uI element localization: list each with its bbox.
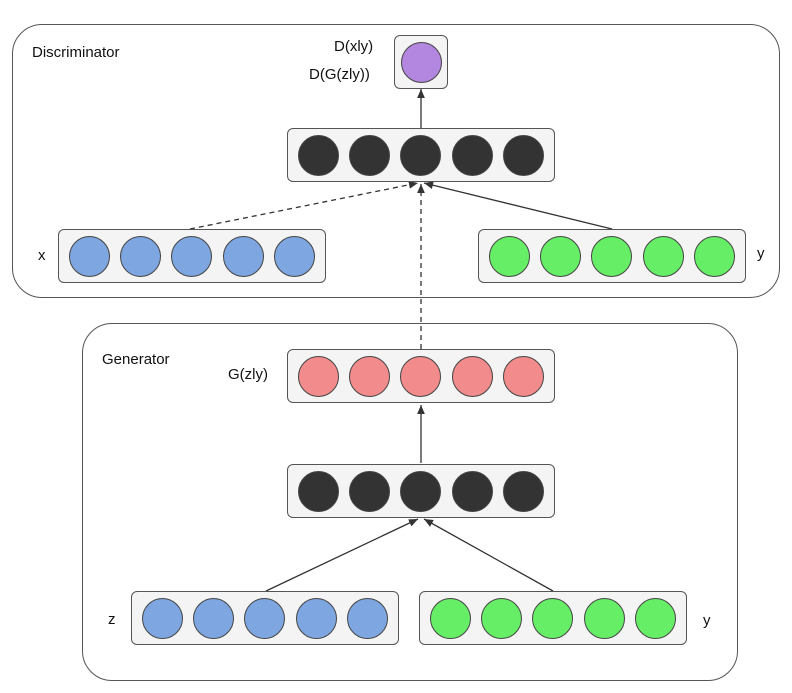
generator-output-label: G(zly) <box>228 366 268 383</box>
output-label-fake: D(G(zly)) <box>309 66 370 83</box>
neuron-node <box>349 355 391 397</box>
arrow-x-to-d-hidden <box>189 180 419 230</box>
neuron-node <box>591 235 633 277</box>
generator-input-y-label: y <box>703 612 711 629</box>
neuron-node <box>400 134 442 176</box>
generator-title: Generator <box>102 351 170 368</box>
discriminator-hidden-layer <box>287 128 555 182</box>
neuron-node <box>120 235 162 277</box>
neuron-node <box>171 235 213 277</box>
generator-output-layer <box>287 349 555 403</box>
neuron-node <box>430 597 472 639</box>
neuron-node <box>69 235 111 277</box>
neuron-node <box>193 597 235 639</box>
neuron-node <box>244 597 286 639</box>
neuron-node <box>451 470 493 512</box>
neuron-node <box>349 470 391 512</box>
neuron-node <box>532 597 574 639</box>
neuron-node <box>222 235 264 277</box>
neuron-node <box>400 355 442 397</box>
output-node <box>400 41 442 83</box>
input-x-layer <box>58 229 326 283</box>
neuron-node <box>502 134 544 176</box>
neuron-node <box>451 355 493 397</box>
neuron-node <box>540 235 582 277</box>
generator-hidden-layer <box>287 464 555 518</box>
neuron-node <box>583 597 625 639</box>
neuron-node <box>400 470 442 512</box>
neuron-node <box>273 235 315 277</box>
arrow-dy-to-d-hidden <box>423 181 613 230</box>
neuron-node <box>693 235 735 277</box>
discriminator-output-layer <box>394 35 448 89</box>
neuron-node <box>634 597 676 639</box>
neuron-node <box>502 355 544 397</box>
arrow-gy-to-g-hidden <box>423 518 554 592</box>
neuron-node <box>451 134 493 176</box>
discriminator-input-y-label: y <box>757 245 765 262</box>
neuron-node <box>298 134 340 176</box>
discriminator-title: Discriminator <box>32 44 120 61</box>
neuron-node <box>298 355 340 397</box>
discriminator-input-y-layer <box>478 229 746 283</box>
generator-input-y-layer <box>419 591 687 645</box>
arrow-z-to-g-hidden <box>265 518 419 592</box>
neuron-node <box>142 597 184 639</box>
neuron-node <box>489 235 531 277</box>
neuron-node <box>349 134 391 176</box>
neuron-node <box>642 235 684 277</box>
output-label-real: D(xly) <box>334 38 374 55</box>
neuron-node <box>346 597 388 639</box>
neuron-node <box>295 597 337 639</box>
neuron-node <box>298 470 340 512</box>
input-x-label: x <box>38 247 46 264</box>
neuron-node <box>481 597 523 639</box>
input-z-layer <box>131 591 399 645</box>
input-z-label: z <box>108 611 116 628</box>
neuron-node <box>502 470 544 512</box>
